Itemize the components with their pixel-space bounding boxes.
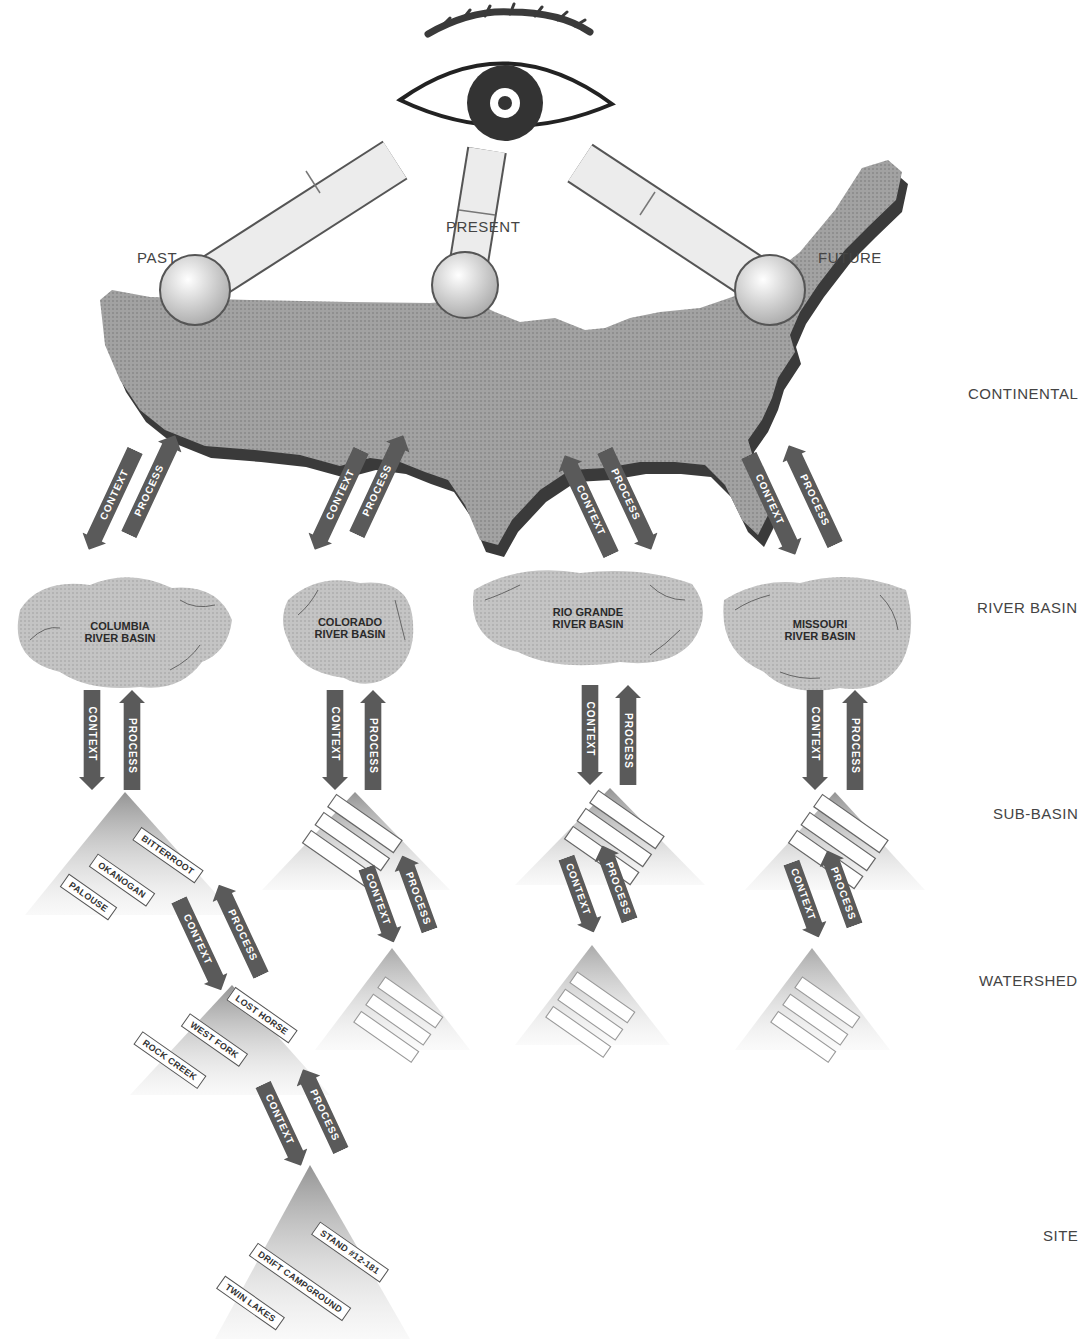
flow-arrow: CONTEXT: [802, 690, 828, 790]
flow-arrow: PROCESS: [119, 690, 145, 790]
level-label: RIVER BASIN: [977, 599, 1078, 616]
basin-name: MISSOURI RIVER BASIN: [778, 618, 862, 643]
flow-arrow: CONTEXT: [577, 685, 603, 785]
level-label: WATERSHED: [979, 972, 1078, 989]
time-label: FUTURE: [818, 249, 882, 266]
level-label: SUB-BASIN: [993, 805, 1078, 822]
flow-arrow: PROCESS: [291, 1064, 353, 1157]
flow-arrow: PROCESS: [360, 690, 386, 790]
level-label: CONTINENTAL: [968, 385, 1078, 402]
flow-arrow: PROCESS: [615, 685, 641, 785]
river-basin: RIO GRANDE RIVER BASIN: [546, 606, 630, 631]
basin-name: RIO GRANDE RIVER BASIN: [546, 606, 630, 631]
flow-arrow: CONTEXT: [79, 690, 105, 790]
river-basin: COLORADO RIVER BASIN: [308, 616, 392, 641]
flow-arrow: PROCESS: [842, 690, 868, 790]
time-label: PAST: [137, 249, 177, 266]
basin-name: COLUMBIA RIVER BASIN: [78, 620, 162, 645]
river-basin: MISSOURI RIVER BASIN: [778, 618, 862, 643]
level-label: SITE: [1043, 1227, 1078, 1244]
flow-arrow: CONTEXT: [322, 690, 348, 790]
basin-name: COLORADO RIVER BASIN: [308, 616, 392, 641]
river-basin: COLUMBIA RIVER BASIN: [78, 620, 162, 645]
time-label: PRESENT: [446, 218, 520, 235]
